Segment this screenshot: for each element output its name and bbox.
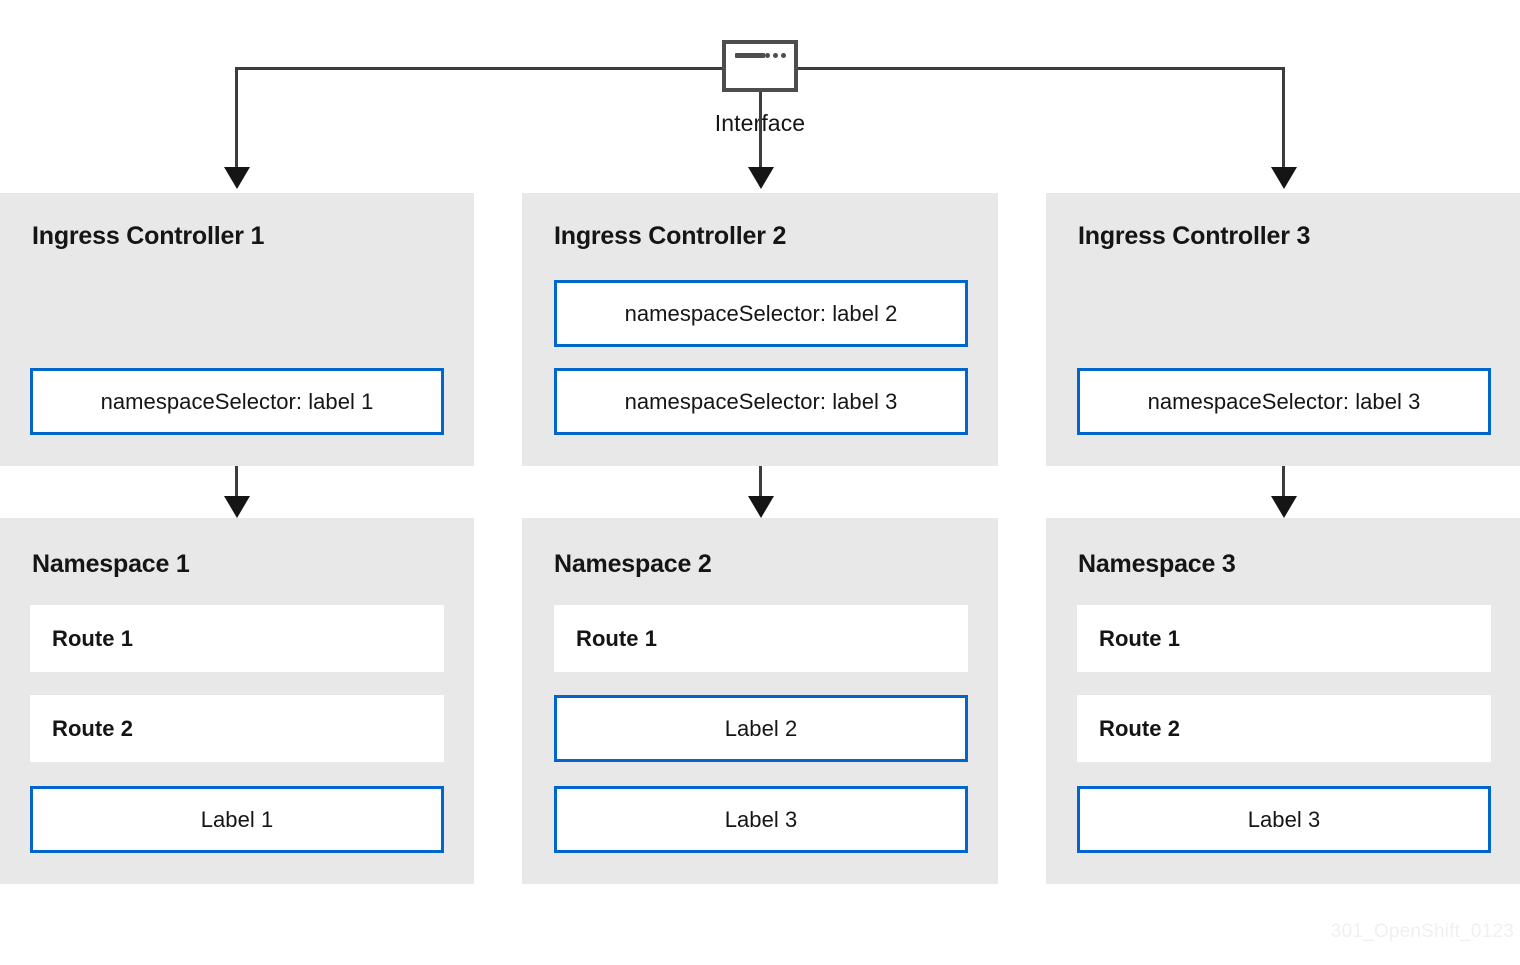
arrow-to-controller-2 bbox=[748, 167, 774, 189]
connector-drop-col3 bbox=[1282, 67, 1285, 169]
namespace-selector-text: namespaceSelector: label 1 bbox=[100, 388, 374, 414]
route-box[interactable]: Route 1 bbox=[554, 605, 968, 672]
namespace-2-title: Namespace 2 bbox=[554, 550, 712, 578]
arrow-to-namespace-2 bbox=[748, 496, 774, 518]
arrow-to-controller-1 bbox=[224, 167, 250, 189]
label-box[interactable]: Label 3 bbox=[554, 786, 968, 853]
label-box[interactable]: Label 1 bbox=[30, 786, 444, 853]
ingress-controller-1-title: Ingress Controller 1 bbox=[32, 222, 265, 250]
ingress-controller-2-title: Ingress Controller 2 bbox=[554, 222, 787, 250]
window-icon-dots bbox=[765, 53, 786, 58]
arrow-to-namespace-1 bbox=[224, 496, 250, 518]
label-text: Label 3 bbox=[1247, 806, 1321, 832]
route-label: Route 2 bbox=[52, 715, 134, 741]
label-box[interactable]: Label 3 bbox=[1077, 786, 1491, 853]
label-text: Label 2 bbox=[724, 715, 798, 741]
namespace-selector-box[interactable]: namespaceSelector: label 3 bbox=[554, 368, 968, 435]
arrow-to-controller-3 bbox=[1271, 167, 1297, 189]
route-label: Route 2 bbox=[1099, 715, 1181, 741]
route-label: Route 1 bbox=[52, 625, 134, 651]
namespace-selector-box[interactable]: namespaceSelector: label 1 bbox=[30, 368, 444, 435]
window-icon-titlebar bbox=[735, 53, 765, 58]
namespace-selector-box[interactable]: namespaceSelector: label 2 bbox=[554, 280, 968, 347]
namespace-selector-box[interactable]: namespaceSelector: label 3 bbox=[1077, 368, 1491, 435]
route-box[interactable]: Route 1 bbox=[30, 605, 444, 672]
watermark: 301_OpenShift_0123 bbox=[1330, 921, 1514, 942]
namespace-3-title: Namespace 3 bbox=[1078, 550, 1236, 578]
window-icon bbox=[722, 40, 798, 92]
label-text: Label 3 bbox=[724, 806, 798, 832]
connector-ctrl2-to-ns2 bbox=[759, 466, 762, 500]
namespace-selector-text: namespaceSelector: label 2 bbox=[624, 300, 898, 326]
route-box[interactable]: Route 2 bbox=[30, 695, 444, 762]
connector-drop-col2 bbox=[759, 92, 762, 169]
route-label: Route 1 bbox=[1099, 625, 1181, 651]
label-text: Label 1 bbox=[200, 806, 274, 832]
connector-bus-left bbox=[235, 67, 724, 70]
namespace-selector-text: namespaceSelector: label 3 bbox=[624, 388, 898, 414]
connector-ctrl1-to-ns1 bbox=[235, 466, 238, 500]
label-box[interactable]: Label 2 bbox=[554, 695, 968, 762]
connector-bus-right bbox=[796, 67, 1285, 70]
route-box[interactable]: Route 2 bbox=[1077, 695, 1491, 762]
connector-ctrl3-to-ns3 bbox=[1282, 466, 1285, 500]
connector-drop-col1 bbox=[235, 67, 238, 169]
route-box[interactable]: Route 1 bbox=[1077, 605, 1491, 672]
ingress-controller-3-title: Ingress Controller 3 bbox=[1078, 222, 1311, 250]
route-label: Route 1 bbox=[576, 625, 658, 651]
arrow-to-namespace-3 bbox=[1271, 496, 1297, 518]
namespace-selector-text: namespaceSelector: label 3 bbox=[1147, 388, 1421, 414]
namespace-1-title: Namespace 1 bbox=[32, 550, 190, 578]
